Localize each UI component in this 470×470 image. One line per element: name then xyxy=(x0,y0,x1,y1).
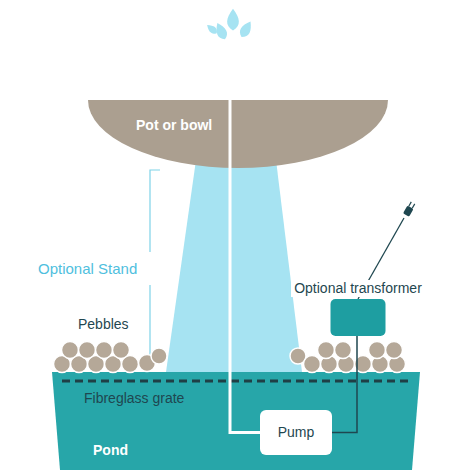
plug-prong xyxy=(409,202,412,206)
node-text: Pond xyxy=(93,442,128,459)
pond-shape xyxy=(52,372,420,470)
bowl-shape xyxy=(88,100,388,168)
stand-label-holder: Optional Stand xyxy=(38,260,137,277)
stand-label: Optional Stand xyxy=(38,260,137,277)
plug-body xyxy=(403,205,414,216)
pebble xyxy=(62,342,79,359)
stand-bracket xyxy=(150,170,160,362)
pebble xyxy=(369,342,386,359)
pebbles-left xyxy=(54,342,168,373)
grate-label: Fibreglass grate xyxy=(84,390,184,407)
pebble xyxy=(96,342,113,359)
fountain-pipe xyxy=(229,44,232,101)
water-drop xyxy=(227,9,239,31)
pebbles-right xyxy=(290,342,406,373)
pot-or-bowl: Pot or bowl xyxy=(88,100,388,168)
plug-prong xyxy=(412,204,415,208)
fountain-pipe xyxy=(229,99,232,168)
pebble xyxy=(113,342,130,359)
pebble xyxy=(335,342,352,359)
pump-box: Pump xyxy=(260,410,332,455)
pebble xyxy=(318,342,335,359)
pebbles-label-holder: Pebbles xyxy=(78,316,129,333)
pebble xyxy=(386,342,403,359)
pot-or-bowl-outline xyxy=(88,100,388,168)
node-text: Pot or bowl xyxy=(136,117,212,134)
plug-symbol xyxy=(403,201,416,217)
pebbles-label: Pebbles xyxy=(78,316,129,333)
node-text: Optional transformer xyxy=(291,280,425,297)
pump-shape xyxy=(260,410,332,455)
pebble xyxy=(151,348,167,364)
pebble xyxy=(304,356,321,373)
pebble xyxy=(79,342,96,359)
pond-basin: Pond Pump xyxy=(52,372,420,470)
grate-label-holder: Fibreglass grate xyxy=(84,390,184,407)
transformer-box: Optional transformer xyxy=(279,280,437,336)
water-drop xyxy=(237,19,254,39)
stand-column xyxy=(166,160,302,372)
water-spray xyxy=(205,9,255,42)
node-text: Pump xyxy=(278,410,315,455)
water-drop xyxy=(213,21,229,41)
transformer-shape xyxy=(331,299,386,336)
